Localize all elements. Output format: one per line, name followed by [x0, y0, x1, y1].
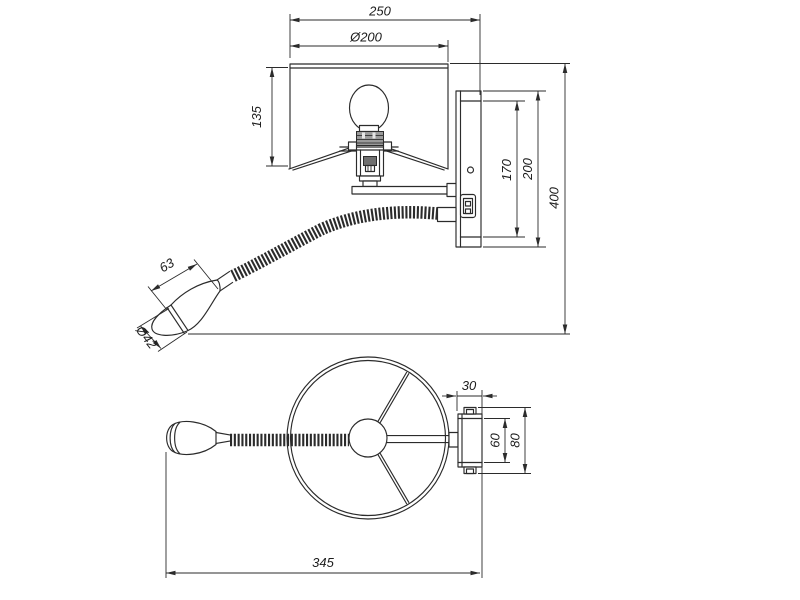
extension-lines [136, 14, 570, 578]
dim-label-d200: Ø200 [349, 30, 383, 45]
spot-head-plan [166, 420, 231, 456]
dim-label-30: 30 [462, 378, 477, 393]
shade-bottom-rim [288, 146, 449, 171]
dim-bracket-depth: 30 [442, 378, 497, 399]
dim-shade-height: 135 [249, 67, 275, 166]
dim-label-60: 60 [488, 433, 503, 448]
dimensions: 250 Ø200 135 170 200 400 63 Ø42 [132, 4, 570, 578]
bulb [348, 84, 390, 132]
gooseneck-front [230, 206, 439, 282]
dim-backplate-inner-height: 170 [499, 101, 520, 237]
dim-bracket-width: 80 [508, 407, 528, 474]
dim-overall-height: 400 [547, 63, 568, 334]
indicator-dot [466, 166, 475, 174]
dim-overall-width: 250 [290, 4, 480, 23]
flex-connector [436, 206, 457, 223]
dim-label-345: 345 [312, 555, 334, 570]
arm-plan [386, 435, 450, 444]
spot-head-front [151, 270, 234, 336]
dim-bracket-inner-width: 60 [488, 418, 508, 463]
hub-plan [348, 418, 388, 458]
dim-backplate-height: 200 [520, 91, 541, 247]
dim-label-135: 135 [249, 105, 264, 127]
dim-label-200: 200 [520, 157, 535, 180]
dim-shade-diameter: Ø200 [290, 30, 448, 49]
front-view [151, 63, 482, 336]
dim-label-250: 250 [368, 4, 391, 19]
wall-bracket-plan [448, 406, 483, 475]
dim-label-400: 400 [547, 186, 562, 208]
dim-label-80: 80 [508, 433, 523, 448]
rocker-switch [459, 193, 477, 219]
plan-view [166, 356, 483, 520]
dim-label-170: 170 [499, 158, 514, 180]
dim-overall-projection: 345 [166, 555, 480, 576]
lamp-shade [289, 63, 449, 169]
socket-assembly [347, 124, 393, 188]
